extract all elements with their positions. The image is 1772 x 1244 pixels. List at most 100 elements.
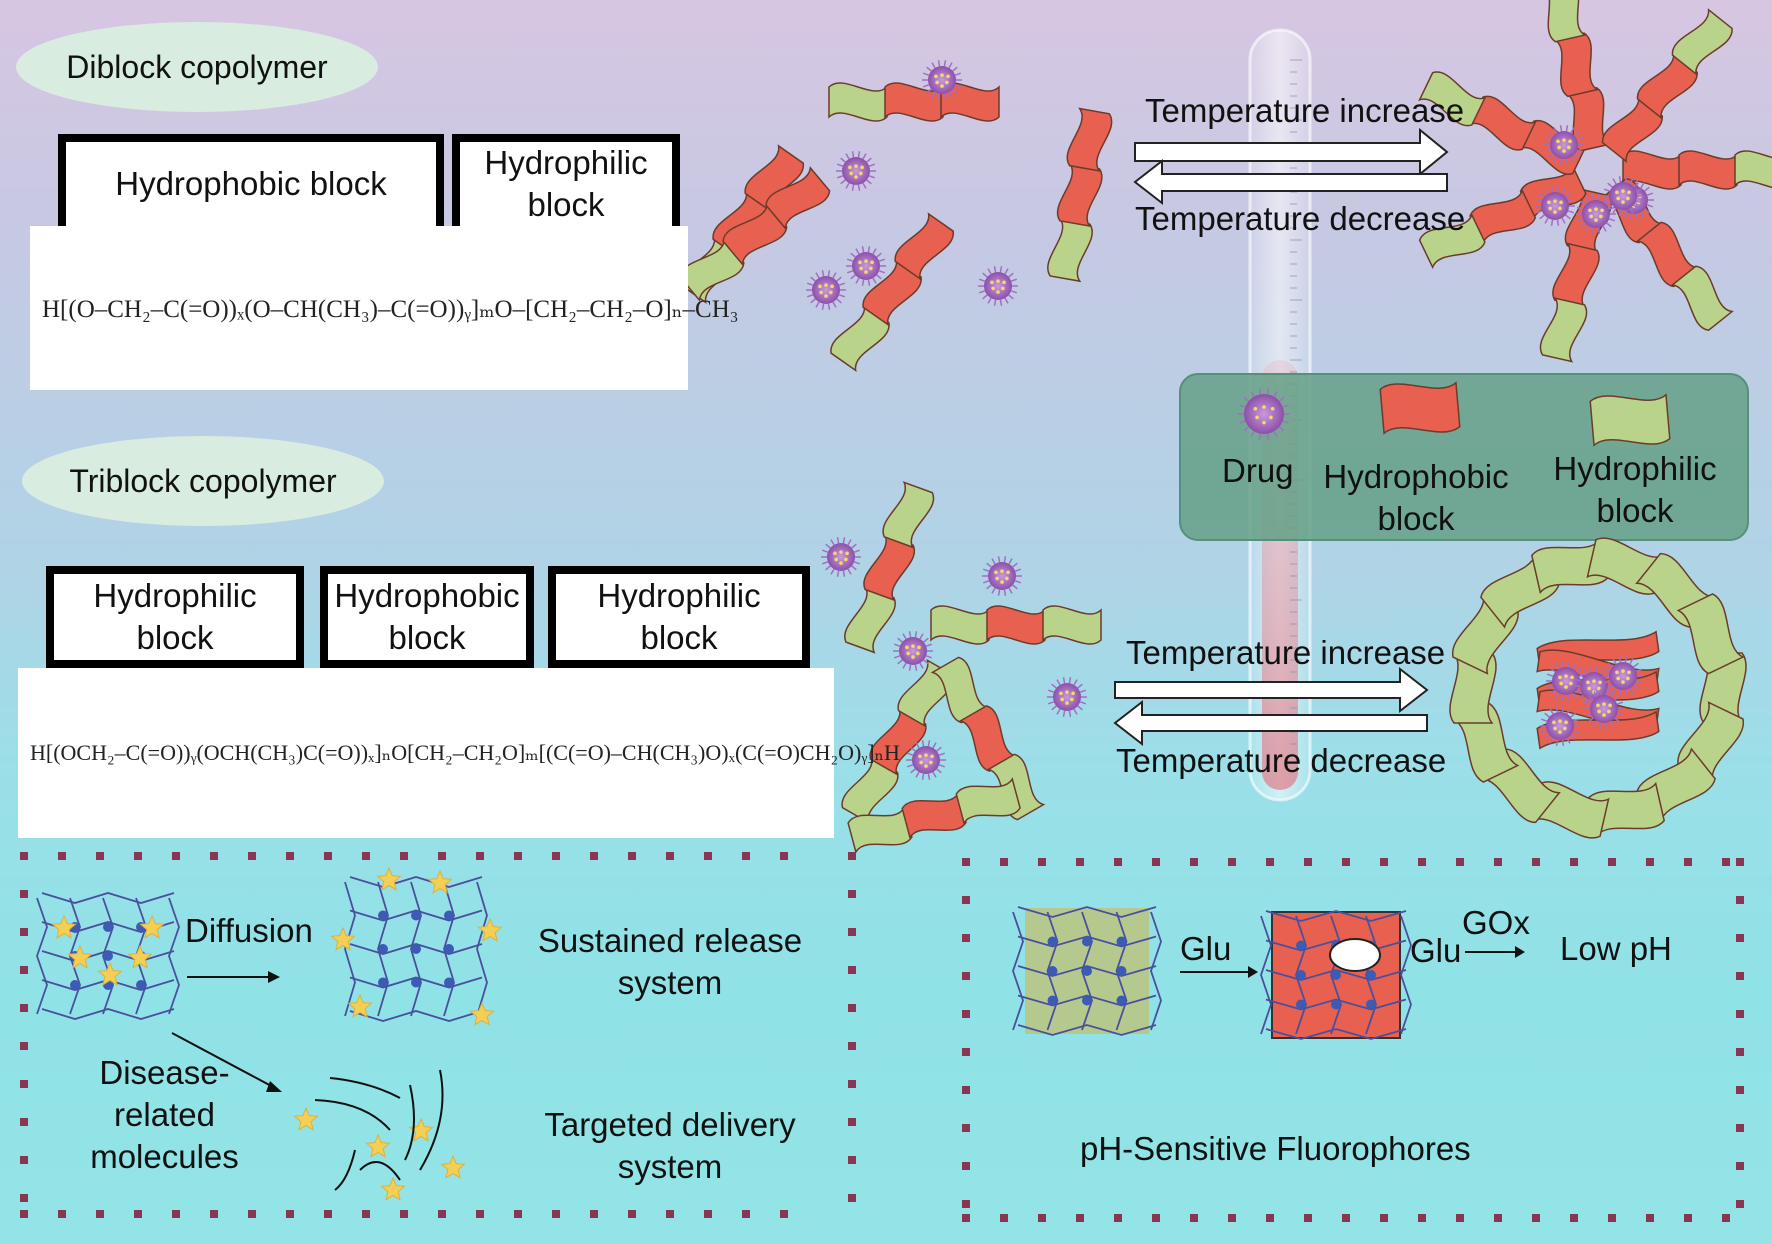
drug-particle (846, 246, 886, 286)
star-molecule (127, 944, 153, 969)
legend-hydrophobic-swatch (1379, 381, 1461, 435)
hydrophobic-segment (901, 791, 967, 840)
legend-hydrophilic-swatch (1589, 393, 1671, 447)
hydrogel-network (1012, 906, 1162, 1036)
star-molecule (330, 926, 356, 951)
diblock-chain (1047, 107, 1113, 283)
release-arrows (171, 971, 282, 1092)
hydrophobic-segment (862, 258, 922, 327)
hydrophobic-segment (1056, 162, 1103, 228)
receptor-arc (334, 1149, 356, 1191)
hydrophobic-segment (1601, 95, 1663, 164)
sustained-release-label: Sustained release system (537, 922, 803, 1001)
hydrophilic-segment (841, 755, 899, 825)
hydrophobic-segment (1552, 242, 1600, 309)
drug-particle (1603, 656, 1643, 696)
hydrophobic-segment (1635, 221, 1699, 288)
star-molecule (477, 917, 503, 942)
diblock-temperature-decrease: Temperature decrease (1135, 200, 1466, 237)
drug-particle (1535, 186, 1575, 226)
triblock-chain (930, 656, 1046, 821)
hydrophilic-segment (930, 656, 990, 724)
receptor-arc (314, 1099, 391, 1131)
hydrogel-network (36, 892, 180, 1020)
disease-related-molecules-label: Disease-related molecules (90, 1054, 239, 1175)
star-molecule (380, 1176, 406, 1201)
triblock-temperature-decrease: Temperature decrease (1116, 742, 1447, 779)
triblock-chain (844, 481, 935, 654)
drug-particles (806, 60, 1654, 780)
drug-particle (1544, 125, 1584, 165)
hydrogel-green-square (1012, 906, 1162, 1036)
drug-particle (821, 537, 861, 577)
star-molecule (376, 866, 402, 891)
hydrophilic-segment (955, 777, 1021, 825)
triblock-hydrophilic-block-label-2: Hydrophilic block (548, 566, 810, 668)
hydrophilic-segment (882, 481, 935, 549)
diblock-temperature-increase: Temperature increase (1145, 92, 1465, 129)
triblock-hydrophobic-block-label: Hydrophobic block (320, 566, 534, 668)
diffusion-label: Diffusion (185, 912, 313, 949)
receptor-arc (329, 1077, 401, 1099)
temperature-arrows-bottom (1113, 666, 1429, 747)
legend-hydrophobic-label: Hydrophobic block (1323, 458, 1509, 537)
hydrophilic-segment (1734, 150, 1772, 189)
hydrophilic-segment (679, 238, 745, 302)
glu-label-2: Glu (1410, 932, 1462, 969)
star-molecule (469, 1001, 495, 1026)
hydrophobic-segment (1622, 150, 1682, 190)
hydrophilic-segment (828, 82, 888, 122)
hydrophilic-segment (1670, 265, 1734, 332)
hydrophobic-segment (1678, 150, 1738, 190)
drug-particle (1540, 706, 1580, 746)
star-molecule (293, 1106, 319, 1131)
ph-arrows (1180, 946, 1525, 978)
hydrophilic-segment (1539, 297, 1588, 363)
hydrophilic-segment (1540, 0, 1587, 43)
drug-particle (806, 270, 846, 310)
drug-particle (1238, 388, 1290, 440)
drug-particle (978, 266, 1018, 306)
drug-particle (906, 740, 946, 780)
star-molecule (97, 961, 123, 986)
diblock-micelle (1418, 0, 1772, 363)
hydrophobic-segment (1066, 107, 1113, 172)
hydrophilic-segment (830, 304, 890, 372)
polymer-chains (679, 0, 1772, 854)
drug-particle (922, 60, 962, 100)
hydrophobic-segment (1565, 86, 1612, 152)
ph-caption: pH-Sensitive Fluorophores (1080, 1130, 1471, 1167)
hydrogel-red-square (1260, 910, 1412, 1040)
drug-particle (1047, 677, 1087, 717)
drug-particle (1603, 176, 1643, 216)
receptor-arc (419, 1069, 444, 1171)
diblock-hydrophilic-block-label: Hydrophilic block (452, 134, 680, 234)
receptor-arc (404, 1084, 415, 1161)
hydrophilic-segment (986, 753, 1046, 821)
diblock-chemical-formula: H[(O–CH₂–C(=O))ₓ(O–CH(CH₃)–C(=O))ᵧ]ₘO–[C… (30, 226, 738, 390)
glu-label-1: Glu (1180, 930, 1232, 967)
targeted-delivery-label: Targeted delivery system (544, 1106, 796, 1185)
star-molecule (67, 944, 93, 969)
hydrophilic-segment (1676, 593, 1745, 675)
receptor-arc (359, 1161, 401, 1181)
hydrophilic-segment (1418, 213, 1486, 270)
hydrophobic-segment (894, 212, 954, 281)
hydrogel-network (1260, 910, 1412, 1040)
hydrophobic-segment (1468, 95, 1537, 151)
star-molecule (427, 869, 453, 894)
hydrophobic-segment (765, 166, 831, 230)
drug-particle (836, 151, 876, 191)
diblock-chain (830, 212, 954, 372)
hydrophilic-segment (1418, 71, 1487, 127)
drug-particle (1576, 194, 1616, 234)
dotted-section-borders (20, 852, 1744, 1222)
hydrophobic-segment (1636, 51, 1698, 120)
hydrophobic-segment (869, 707, 927, 776)
star-molecule (51, 914, 77, 939)
hydrophobic-segment (884, 82, 944, 122)
drug-particle (1584, 689, 1624, 729)
legend-hydrophilic-label: Hydrophilic block (1553, 450, 1717, 529)
drug-particle (982, 556, 1022, 596)
